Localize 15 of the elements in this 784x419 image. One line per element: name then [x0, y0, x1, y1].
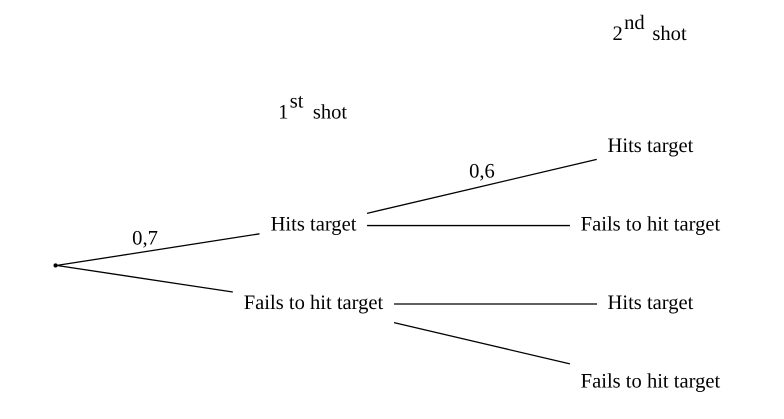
- node-point: [53, 263, 58, 268]
- edge-label: 0,7: [132, 228, 158, 250]
- connector: [393, 322, 570, 365]
- node-text: Fails to hit target: [580, 370, 720, 392]
- connector: [56, 264, 232, 293]
- connector: [366, 224, 570, 226]
- connector: [394, 303, 597, 305]
- node-text: Hits target: [607, 292, 693, 314]
- node-text: Hits target: [270, 213, 356, 236]
- connector: [56, 233, 260, 266]
- connector: [366, 158, 596, 214]
- node-text: Fails to hit target: [580, 213, 720, 236]
- node-text: Hits target: [607, 135, 693, 158]
- edge-label: 0,6: [468, 160, 494, 183]
- node-text: Fails to hit target: [243, 292, 383, 314]
